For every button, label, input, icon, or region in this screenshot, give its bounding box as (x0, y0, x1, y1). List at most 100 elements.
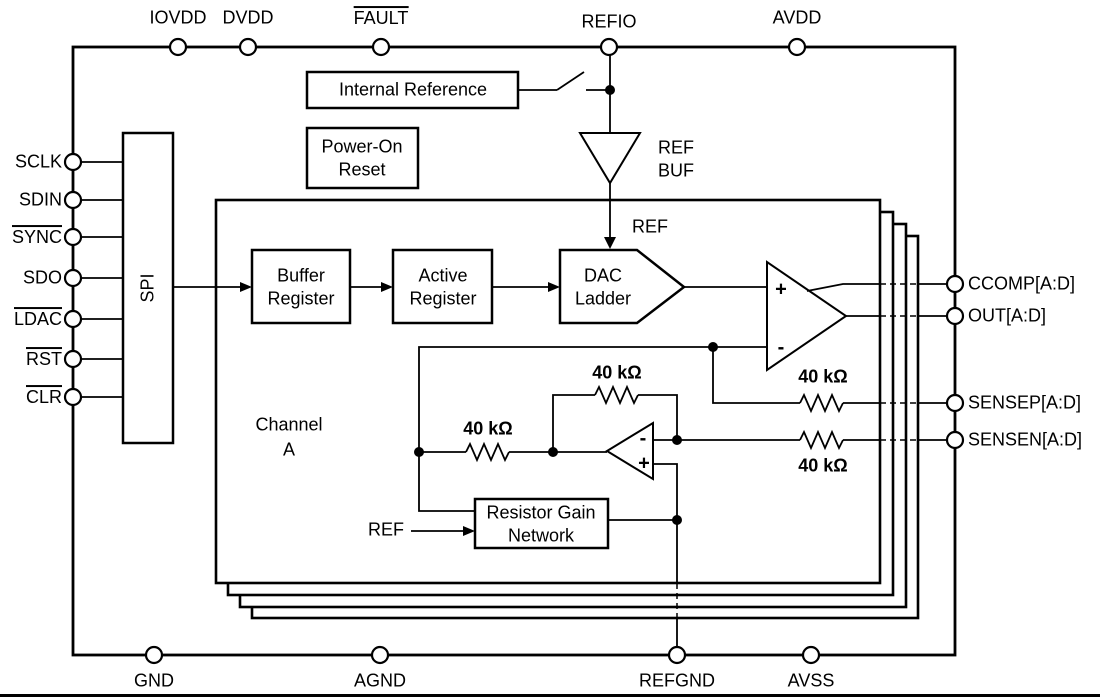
arrow-spi-buffer (240, 282, 252, 292)
pin-label-rst: RST (26, 347, 62, 370)
pin-circle-dvdd (238, 37, 258, 57)
pin-circle-gnd (144, 645, 164, 665)
ccomp-wire (806, 283, 947, 292)
sense-amp-plus-sign: + (638, 452, 650, 475)
pin-label-refgnd: REFGND (639, 670, 715, 691)
pin-label-sdo: SDO (22, 267, 62, 288)
resistor-label-top: 40 kΩ (592, 362, 642, 383)
junction-dot (414, 447, 424, 457)
arrow-buffer-active (381, 282, 393, 292)
pin-circle-sdo (63, 268, 83, 288)
junction-dots (414, 85, 718, 525)
sense-amp-plus-stub (653, 463, 678, 520)
resistor-zigzag-sensen (799, 429, 844, 451)
dashed-multichannel-wires (676, 283, 918, 618)
pin-label-sclk: SCLK (14, 151, 62, 172)
spi-label: SPI (137, 273, 158, 303)
rgn-output-wire (608, 519, 678, 647)
buffer-register-box (250, 248, 352, 325)
sensep-wire (712, 347, 947, 404)
active-register-box (391, 248, 494, 325)
pin-label-fault: FAULT (353, 6, 409, 29)
junction-dot (708, 342, 718, 352)
left-pin-stubs (81, 161, 123, 398)
pin-label-avss: AVSS (787, 670, 835, 691)
active-register-label-line1: Active (418, 265, 468, 286)
dac-ladder-label-line1: DAC (583, 265, 623, 286)
pin-label-sdin: SDIN (18, 189, 62, 210)
switch-arm (556, 71, 585, 91)
resistor-zigzag-sensep (799, 392, 844, 414)
feedback-left-wire (418, 346, 713, 512)
arrow-ref-rgn (463, 526, 475, 536)
ref-to-rgn-label: REF (368, 519, 404, 540)
pin-label-dvdd: DVDD (222, 7, 274, 28)
ref-buf-label-line1: REF (658, 137, 694, 158)
pin-circle-avdd (787, 37, 807, 57)
pin-label-clr: CLR (25, 385, 62, 408)
arrowheads (240, 237, 616, 536)
junction-dot (605, 85, 615, 95)
pin-label-gnd: GND (134, 670, 174, 691)
pin-circle-avss (801, 645, 821, 665)
resistor-label-sensep: 40 kΩ (798, 366, 848, 387)
resistor-zigzag-top (594, 384, 639, 406)
pin-circle-sclk (63, 152, 83, 172)
pin-label-sync: SYNC (11, 225, 62, 248)
pin-circle-sensen (945, 430, 965, 450)
output-amp-triangle (766, 260, 848, 372)
output-amp-plus-sign: + (775, 278, 787, 301)
pin-circle-fault (371, 37, 391, 57)
junction-dot (672, 435, 682, 445)
sense-amp-minus-sign: - (639, 427, 647, 450)
top-feedback-wire (552, 394, 678, 452)
pin-circle-ccomp (945, 274, 965, 294)
junction-dot (672, 515, 682, 525)
spi-box (121, 131, 175, 445)
pin-circle-iovdd (168, 37, 188, 57)
pin-circle-ldac (63, 309, 83, 329)
internal-reference-label: Internal Reference (338, 79, 488, 100)
power-on-reset-label-line2: Reset (338, 159, 386, 180)
resistor-gain-network-label-line1: Resistor Gain (486, 502, 596, 523)
arrow-active-dac (548, 282, 560, 292)
channel-label-line1: Channel (255, 414, 323, 435)
buffer-register-label-line2: Register (267, 288, 335, 309)
dac-ladder-label-line2: Ladder (574, 288, 632, 309)
pin-label-ccomp: CCOMP[A:D] (968, 273, 1076, 294)
pin-circle-sensep (945, 393, 965, 413)
pin-terminals (63, 37, 965, 665)
resistor-gain-network-box (473, 497, 610, 550)
pin-circle-refio (599, 37, 619, 57)
pin-label-out: OUT[A:D] (968, 305, 1047, 326)
pin-circle-rst (63, 349, 83, 369)
active-register-label-line2: Register (409, 288, 477, 309)
resistor-label-sensen: 40 kΩ (798, 455, 848, 476)
sense-amp-triangle (605, 421, 654, 481)
pin-circle-out (945, 306, 965, 326)
pin-circle-sdin (63, 190, 83, 210)
resistor-zigzag-left (465, 441, 510, 463)
block-outlines (121, 70, 848, 550)
resistor-gain-network-label-line2: Network (507, 525, 575, 546)
arrow-ref-dac (604, 237, 616, 249)
pin-label-avdd: AVDD (772, 7, 822, 28)
internal-reference-box (305, 70, 520, 110)
pin-label-ldac: LDAC (13, 307, 62, 330)
pin-label-sensen: SENSEN[A:D] (968, 429, 1083, 450)
resistor-label-left: 40 kΩ (463, 418, 513, 439)
pin-label-iovdd: IOVDD (149, 7, 207, 28)
output-amp-minus-sign: - (777, 336, 785, 359)
power-on-reset-box (305, 126, 420, 190)
resistors (465, 384, 844, 463)
junction-dot (548, 447, 558, 457)
ref-buf-label-line2: BUF (658, 160, 694, 181)
pin-circle-sync (63, 227, 83, 247)
buffer-register-label-line1: Buffer (277, 265, 325, 286)
ref-to-dac-label: REF (632, 216, 668, 237)
ref-buffer-triangle (578, 132, 642, 185)
channel-label-line2: A (282, 439, 296, 460)
pin-label-refio: REFIO (581, 11, 637, 32)
pin-circle-clr (63, 387, 83, 407)
